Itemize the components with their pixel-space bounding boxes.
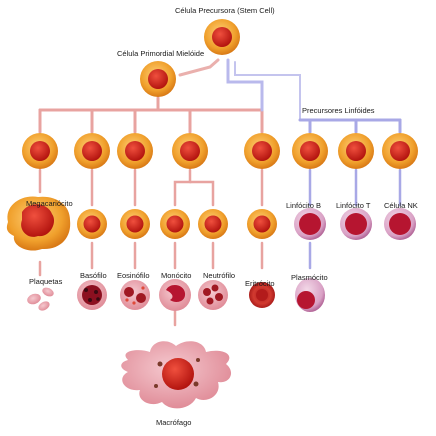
macrophage-cell bbox=[121, 341, 232, 409]
b-lymphocyte-cell bbox=[294, 208, 326, 240]
label-t-lymphocyte: Linfócito T bbox=[336, 201, 371, 210]
platelets-cells bbox=[27, 287, 54, 311]
promonocyte bbox=[160, 209, 190, 239]
label-monocyte: Monócito bbox=[161, 271, 191, 280]
promyelocyte-neutrophil bbox=[198, 209, 228, 239]
t-lymphocyte-cell bbox=[340, 208, 372, 240]
normoblast bbox=[247, 209, 277, 239]
basophil-cell bbox=[77, 280, 107, 310]
myeloid-connectors bbox=[38, 58, 264, 327]
stem-cell bbox=[204, 19, 240, 55]
label-b-lymphocyte: Linfócito B bbox=[286, 201, 321, 210]
label-lymphoid-progenitors: Precursores Linfóides bbox=[302, 106, 375, 115]
mature-row bbox=[27, 278, 325, 312]
intermediate-row bbox=[6, 196, 416, 251]
myeloid-progenitor-cell bbox=[140, 61, 176, 97]
lymphoid-connectors bbox=[226, 58, 402, 270]
basophil-blast bbox=[74, 133, 110, 169]
label-plasmocyte: Plasmócito bbox=[291, 273, 328, 282]
plasmocyte-cell bbox=[295, 278, 325, 312]
megakaryocyte-cell bbox=[6, 196, 71, 251]
label-megakaryocyte: Megacariócito bbox=[26, 199, 73, 208]
lymphoblast-b bbox=[292, 133, 328, 169]
label-basophil: Basófilo bbox=[80, 271, 107, 280]
megakaryoblast bbox=[22, 133, 58, 169]
stem-to-lymphoid-line bbox=[226, 58, 264, 112]
label-platelets: Plaquetas bbox=[29, 277, 63, 286]
label-erythrocyte: Eritrócito bbox=[245, 279, 275, 288]
monocyte-neutrophil-blast bbox=[172, 133, 208, 169]
lymphoblast-t bbox=[338, 133, 374, 169]
eosinophil-cell bbox=[120, 280, 150, 310]
label-neutrophil: Neutrófilo bbox=[203, 271, 235, 280]
labels: Célula Precursora (Stem Cell) Célula Pri… bbox=[26, 6, 418, 427]
nk-cell bbox=[384, 208, 416, 240]
eosinophil-blast bbox=[117, 133, 153, 169]
monocyte-cell bbox=[159, 279, 191, 311]
label-eosinophil: Eosinófilo bbox=[117, 271, 150, 280]
promyelocyte-basophil bbox=[77, 209, 107, 239]
erythrocyte-cell bbox=[249, 282, 275, 308]
stem-to-myeloid-arrow bbox=[178, 58, 220, 77]
neutrophil-cell bbox=[198, 280, 228, 310]
label-myeloid-progenitor: Célula Primordial Mielóide bbox=[117, 49, 204, 58]
erythroblast bbox=[244, 133, 280, 169]
label-macrophage: Macrófago bbox=[156, 418, 191, 427]
label-nk-cell: Célula NK bbox=[384, 201, 418, 210]
label-stem-cell: Célula Precursora (Stem Cell) bbox=[175, 6, 275, 15]
promyelocyte-eosinophil bbox=[120, 209, 150, 239]
blast-row bbox=[22, 133, 418, 169]
lymphoblast-nk bbox=[382, 133, 418, 169]
